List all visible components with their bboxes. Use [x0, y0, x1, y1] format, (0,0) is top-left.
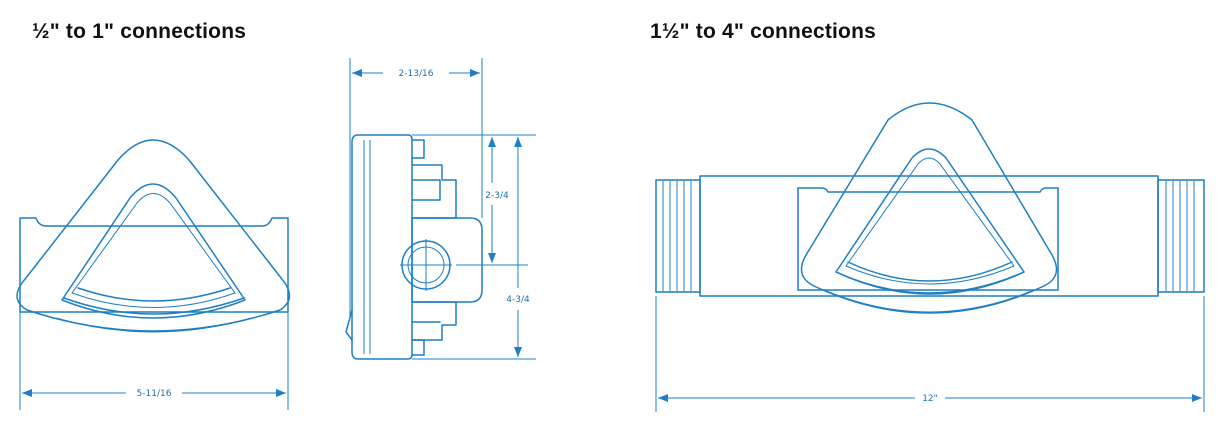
dim-label-side-height-upper: 2-3/4: [485, 191, 509, 201]
small-unit-side-view: [345, 134, 483, 360]
dim-label-side-depth: 2-13/16: [399, 69, 434, 79]
side-depth-dimension: 2-13/16: [349, 58, 483, 318]
heading-large-connections: 1½" to 4" connections: [650, 20, 876, 43]
dim-label-small-width: 5-11/16: [137, 389, 172, 399]
small-unit-front-view: [16, 139, 291, 333]
heading-small-connections: ½" to 1" connections: [32, 20, 247, 43]
large-length-dimension: 12": [655, 296, 1205, 412]
large-unit-front-view: [655, 102, 1205, 314]
side-height-dimensions: 2-3/4 4-3/4: [412, 134, 536, 360]
dim-label-large-length: 12": [922, 394, 938, 404]
dim-label-side-height-total: 4-3/4: [506, 295, 530, 305]
small-width-dimension: 5-11/16: [19, 312, 289, 410]
